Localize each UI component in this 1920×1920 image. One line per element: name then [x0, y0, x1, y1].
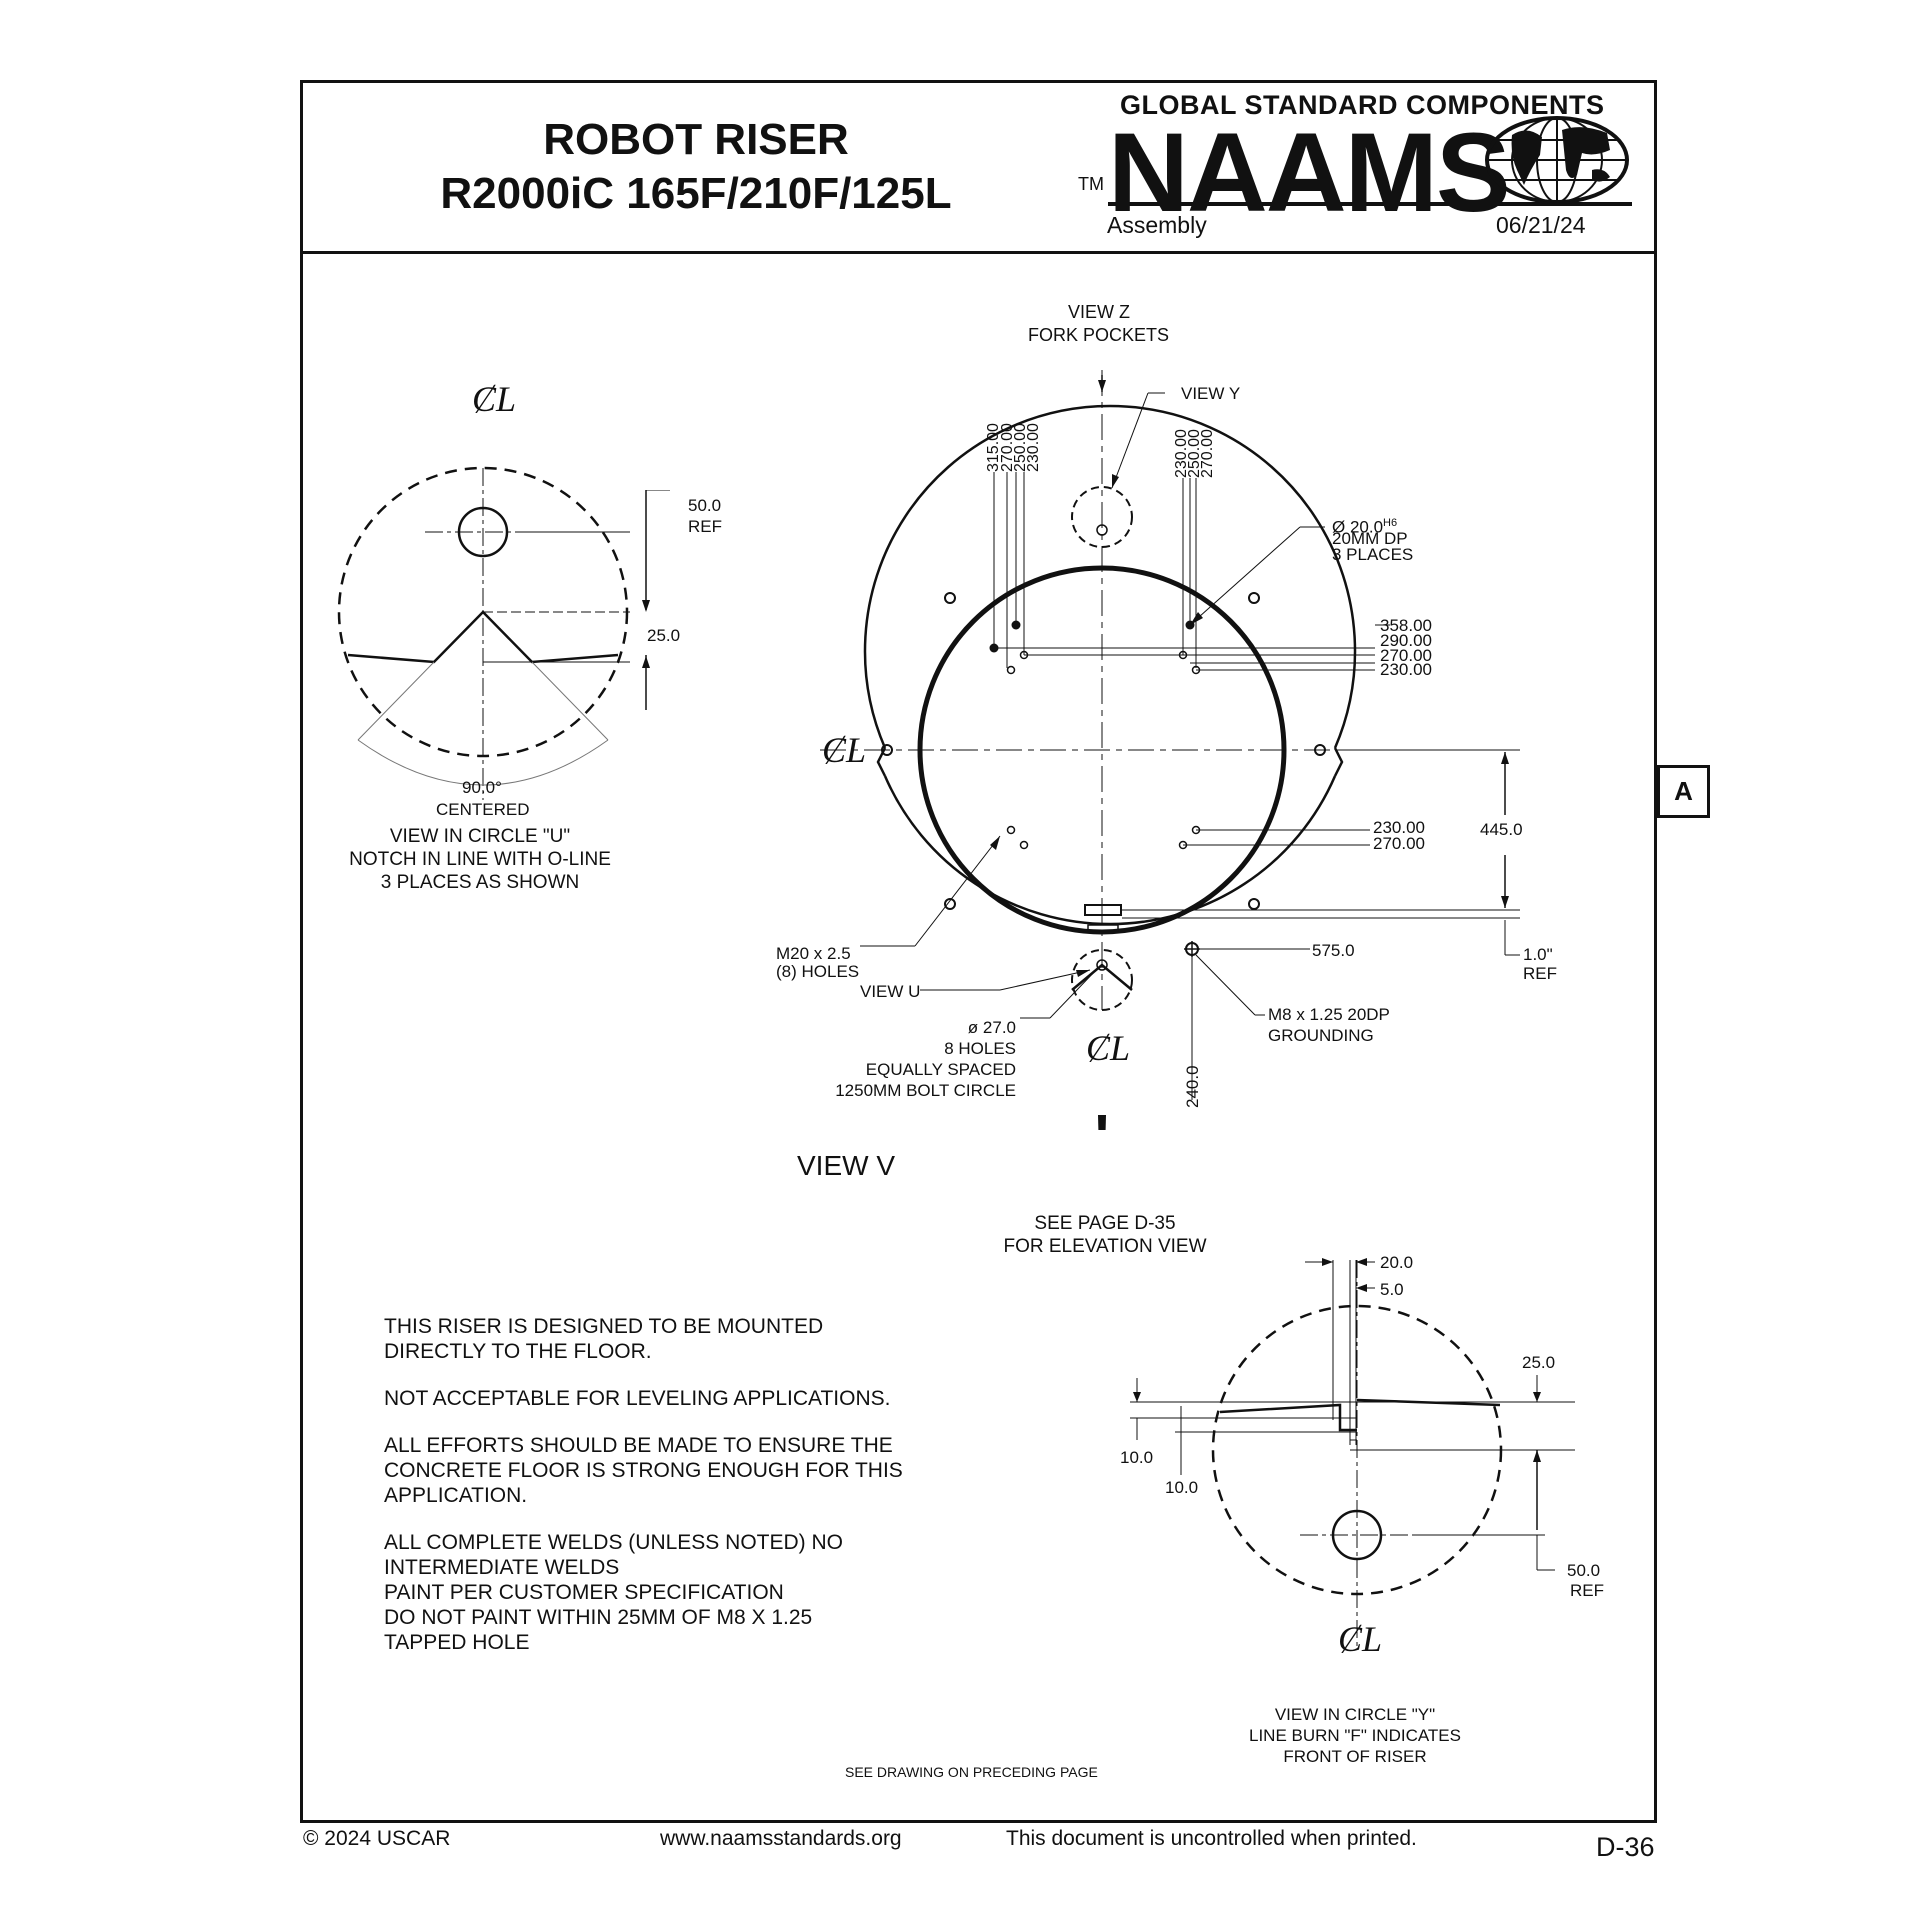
view-v-label: VIEW V — [797, 1150, 896, 1181]
dim-right-lower-230: 230.00 — [1373, 818, 1425, 837]
dim-right-358: 358.00 — [1380, 616, 1432, 635]
dowel-dia-value: Ø 20.0 — [1332, 517, 1384, 537]
view-u-dim-25: 25.0 — [647, 626, 681, 645]
fork-pockets-label: FORK POCKETS — [1028, 325, 1170, 345]
view-u-caption-1: VIEW IN CIRCLE "U" — [389, 826, 571, 847]
view-y-dim-10b: 10.0 — [1165, 1478, 1199, 1497]
centerline-symbol-left: ȻL — [822, 730, 867, 770]
view-y-dim-25: 25.0 — [1522, 1353, 1556, 1372]
dim-right-290: 290.00 — [1380, 631, 1432, 650]
dim-right-270: 270.00 — [1199, 429, 1216, 478]
bolt-holes: 8 HOLES — [944, 1039, 1016, 1058]
title-line-1: ROBOT RISER — [543, 115, 849, 164]
dim-right-270-b: 270.00 — [1380, 646, 1432, 665]
view-u-angle-note: CENTERED — [436, 800, 530, 819]
view-y-dim-5: 5.0 — [1380, 1280, 1404, 1299]
centerline-symbol-u: ȻL — [472, 379, 517, 419]
see-page-line-2: FOR ELEVATION VIEW — [1003, 1236, 1207, 1257]
title-line-2: R2000iC 165F/210F/125L — [440, 169, 952, 218]
note-line: ALL EFFORTS SHOULD BE MADE TO ENSURE THE — [384, 1434, 893, 1457]
view-y-caption-2: LINE BURN "F" INDICATES — [1248, 1726, 1461, 1745]
view-z-label: VIEW Z — [1068, 302, 1130, 322]
view-u-caption-3: 3 PLACES AS SHOWN — [380, 872, 580, 893]
dim-1-inch: 1.0" — [1523, 945, 1553, 964]
dim-left-230: 230.00 — [1025, 423, 1042, 472]
note-line: TAPPED HOLE — [384, 1631, 530, 1654]
m20-label: M20 x 2.5 — [776, 944, 851, 963]
centerline-symbol-y: ȻL — [1338, 1619, 1383, 1659]
see-drawing-note: SEE DRAWING ON PRECEDING PAGE — [845, 1764, 1098, 1780]
title-divider — [300, 251, 1657, 254]
note-line: DO NOT PAINT WITHIN 25MM OF M8 X 1.25 — [384, 1606, 813, 1629]
view-u-dim-50: 50.0 — [688, 496, 722, 515]
m8-label: M8 x 1.25 20DP — [1268, 1005, 1390, 1024]
dim-right-lower-270: 270.00 — [1373, 834, 1425, 853]
dowel-depth: 20MM DP — [1332, 529, 1408, 548]
dowel-dia: Ø 20.0H6 — [1332, 513, 1397, 538]
revision-tab: A — [1657, 765, 1710, 818]
view-y-dim-50-ref: REF — [1570, 1581, 1604, 1600]
grounding-label: GROUNDING — [1268, 1026, 1374, 1045]
general-notes: THIS RISER IS DESIGNED TO BE MOUNTED DIR… — [384, 1314, 944, 1655]
view-y-caption: VIEW IN CIRCLE "Y" LINE BURN "F" INDICAT… — [1220, 1704, 1490, 1767]
view-u-dim-lines — [642, 490, 670, 710]
dim-right-230-b: 230.00 — [1380, 660, 1432, 679]
bolt-dia: ø 27.0 — [967, 1018, 1016, 1037]
page-number: D-36 — [1596, 1832, 1655, 1862]
note-line: DIRECTLY TO THE FLOOR. — [384, 1340, 652, 1363]
bolt-circle-note: ø 27.0 8 HOLES EQUALLY SPACED 1250MM BOL… — [766, 1017, 1016, 1101]
view-y-dim-10a: 10.0 — [1120, 1448, 1154, 1467]
dim-575: 575.0 — [1312, 941, 1355, 960]
note-line: PAINT PER CUSTOMER SPECIFICATION — [384, 1581, 784, 1604]
view-u-detail — [337, 466, 630, 800]
view-u-caption: VIEW IN CIRCLE "U" NOTCH IN LINE WITH O-… — [330, 825, 630, 894]
view-y-label: VIEW Y — [1181, 384, 1241, 403]
logo-underline — [1108, 202, 1632, 206]
dowel-tolerance: H6 — [1383, 517, 1398, 529]
view-y-caption-1: VIEW IN CIRCLE "Y" — [1274, 1705, 1436, 1724]
centerline-symbol-bottom: ȻL — [1086, 1028, 1131, 1068]
view-u-dim-50-ref: REF — [688, 517, 722, 536]
note-line: THIS RISER IS DESIGNED TO BE MOUNTED — [384, 1315, 824, 1338]
drawing-frame — [300, 80, 1657, 1823]
dim-240: 240.0 — [1183, 1065, 1202, 1108]
view-y-detail — [1130, 1258, 1575, 1650]
view-u-caption-2: NOTCH IN LINE WITH O-LINE — [349, 849, 611, 870]
bolt-spacing: EQUALLY SPACED — [865, 1060, 1016, 1079]
view-y-dim-20: 20.0 — [1380, 1253, 1414, 1272]
note-line: ALL COMPLETE WELDS (UNLESS NOTED) NO — [384, 1531, 843, 1554]
bolt-circle: 1250MM BOLT CIRCLE — [835, 1081, 1016, 1100]
see-page-note: SEE PAGE D-35 FOR ELEVATION VIEW — [960, 1212, 1250, 1258]
dowel-places: 3 PLACES — [1332, 545, 1414, 564]
date-label: 06/21/24 — [1496, 212, 1586, 238]
m20-holes-label: (8) HOLES — [776, 962, 860, 981]
naams-logo-text: NAAMS — [1108, 110, 1511, 235]
see-page-line-1: SEE PAGE D-35 — [1034, 1213, 1176, 1234]
footer-website[interactable]: www.naamsstandards.org — [660, 1827, 902, 1850]
note-line: CONCRETE FLOOR IS STRONG ENOUGH FOR THIS — [384, 1459, 903, 1482]
footer-disclaimer: This document is uncontrolled when print… — [1006, 1827, 1417, 1850]
view-u-callout: VIEW U — [860, 982, 921, 1001]
note-line: INTERMEDIATE WELDS — [384, 1556, 620, 1579]
view-y-dim-50: 50.0 — [1567, 1561, 1601, 1580]
trademark: TM — [1078, 174, 1104, 194]
main-view-v — [820, 370, 1520, 1130]
category-label: Assembly — [1107, 212, 1207, 238]
note-line: APPLICATION. — [384, 1484, 528, 1507]
globe-icon — [1485, 116, 1629, 204]
dim-1-ref: REF — [1523, 964, 1557, 983]
view-u-angle: 90.0° — [462, 778, 502, 797]
footer-copyright: © 2024 USCAR — [303, 1827, 451, 1850]
note-line: NOT ACCEPTABLE FOR LEVELING APPLICATIONS… — [384, 1387, 891, 1410]
dim-445: 445.0 — [1480, 820, 1523, 839]
global-standard-label: GLOBAL STANDARD COMPONENTS — [1120, 90, 1605, 120]
view-y-caption-3: FRONT OF RISER — [1283, 1747, 1427, 1766]
